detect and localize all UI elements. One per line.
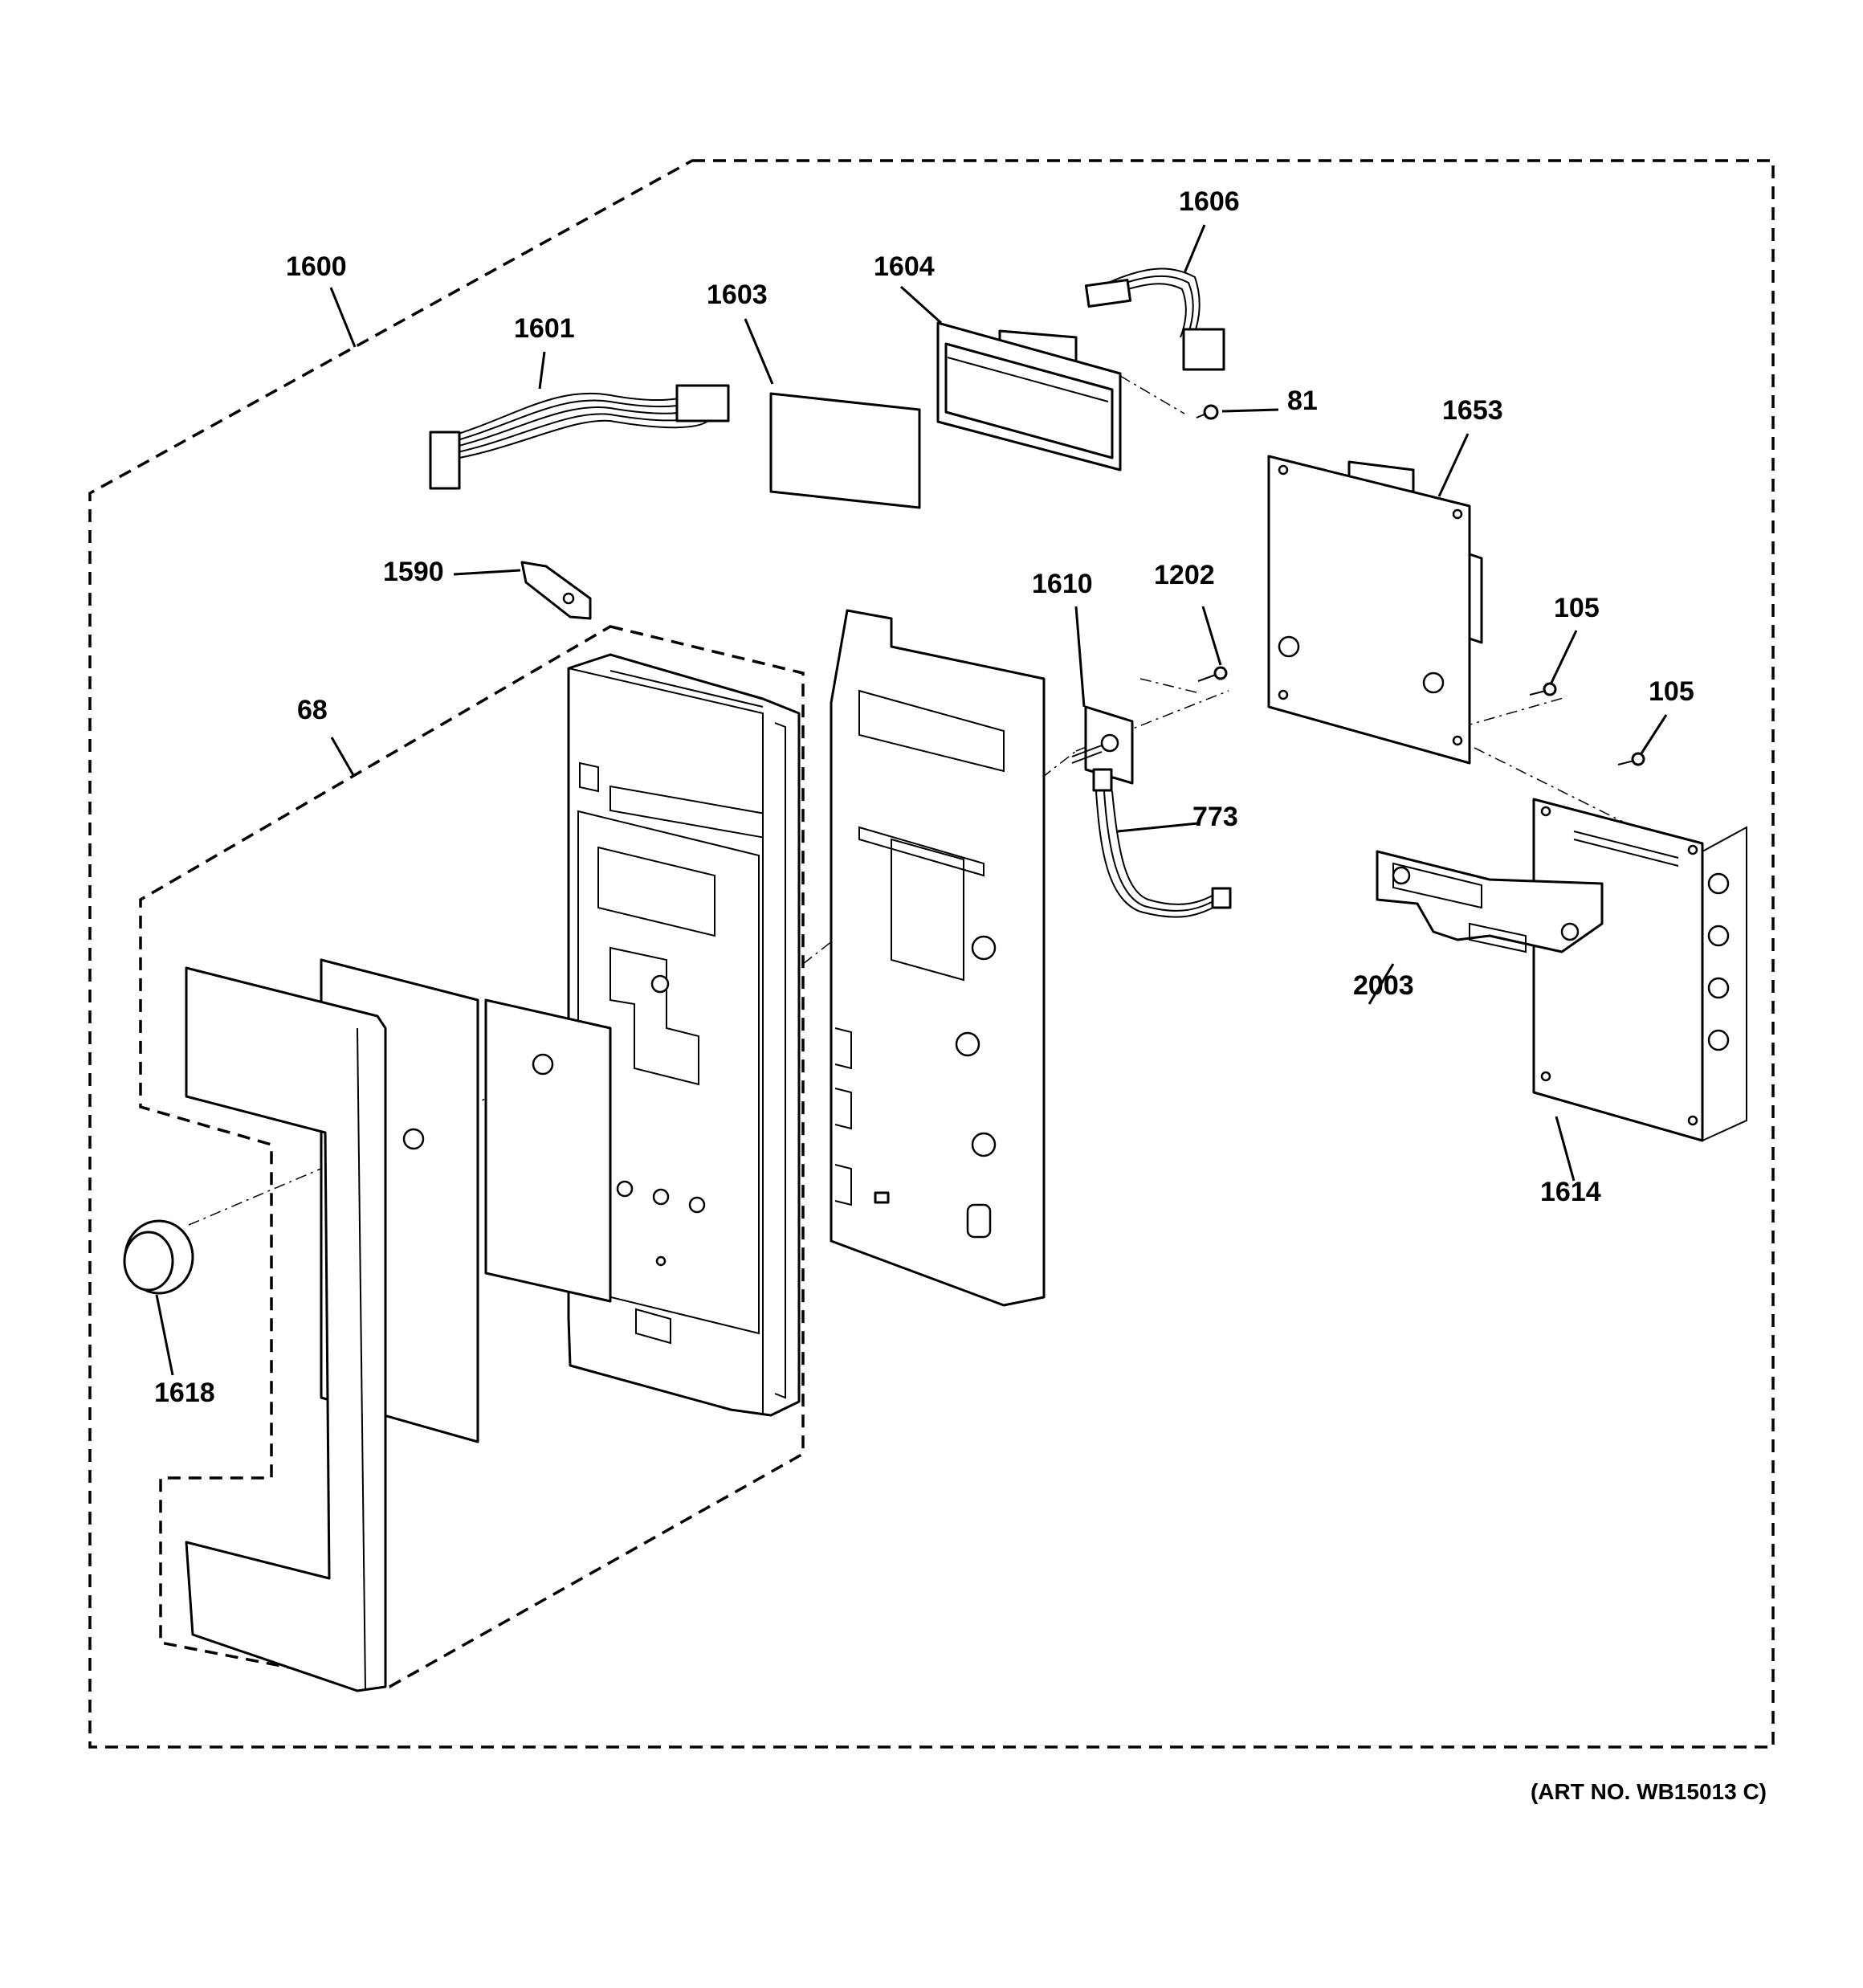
screw-105-upper	[1529, 682, 1557, 696]
callout-2003: 2003	[1353, 970, 1414, 1001]
clip-1590	[520, 561, 592, 620]
control-board-1653	[1267, 455, 1483, 765]
callout-1618: 1618	[154, 1378, 215, 1408]
callout-1604: 1604	[874, 251, 935, 282]
callout-leaders	[155, 224, 1668, 1376]
callout-1614: 1614	[1540, 1177, 1601, 1207]
callout-1601: 1601	[514, 313, 575, 344]
assembly-1600-boundary	[88, 159, 1775, 1749]
art-number: (ART NO. WB15013 C)	[1531, 1779, 1767, 1804]
callout-1610: 1610	[1032, 569, 1093, 599]
callout-773: 773	[1192, 802, 1238, 832]
screw-105-lower	[1617, 752, 1645, 766]
callout-68: 68	[297, 695, 328, 725]
callout-1653: 1653	[1442, 395, 1503, 426]
assembly-68-boundary	[139, 625, 805, 1688]
wire-harness-773	[1095, 790, 1232, 918]
callout-1603: 1603	[707, 280, 768, 310]
callout-105-upper: 105	[1554, 593, 1600, 623]
screw-81	[1196, 404, 1219, 420]
callout-1600: 1600	[286, 251, 347, 282]
display-module-1604	[936, 321, 1122, 471]
power-board-1614	[1532, 798, 1747, 1142]
bracket-2003	[1376, 850, 1604, 953]
callout-1202: 1202	[1154, 560, 1215, 590]
touch-panel-sheet	[484, 998, 612, 1303]
wire-harness-1606	[1084, 267, 1225, 371]
control-panel-housing	[567, 653, 801, 1417]
callout-1590: 1590	[383, 557, 444, 587]
callout-1606: 1606	[1179, 186, 1240, 217]
mounting-frame	[830, 609, 1046, 1307]
callout-105-lower: 105	[1649, 676, 1694, 707]
screw-1202	[1197, 666, 1228, 682]
callout-labels: 1600 1601 1603 1604 1606 81 1653 1590 16…	[154, 186, 1694, 1408]
callout-81: 81	[1287, 386, 1318, 416]
touch-panel-hole	[532, 1053, 554, 1076]
knob-1618	[123, 1219, 194, 1295]
sensor-board-1610	[1071, 705, 1134, 792]
front-trim-panel	[185, 966, 425, 1692]
wire-harness-1601	[429, 384, 730, 490]
pad-1603	[769, 392, 921, 509]
